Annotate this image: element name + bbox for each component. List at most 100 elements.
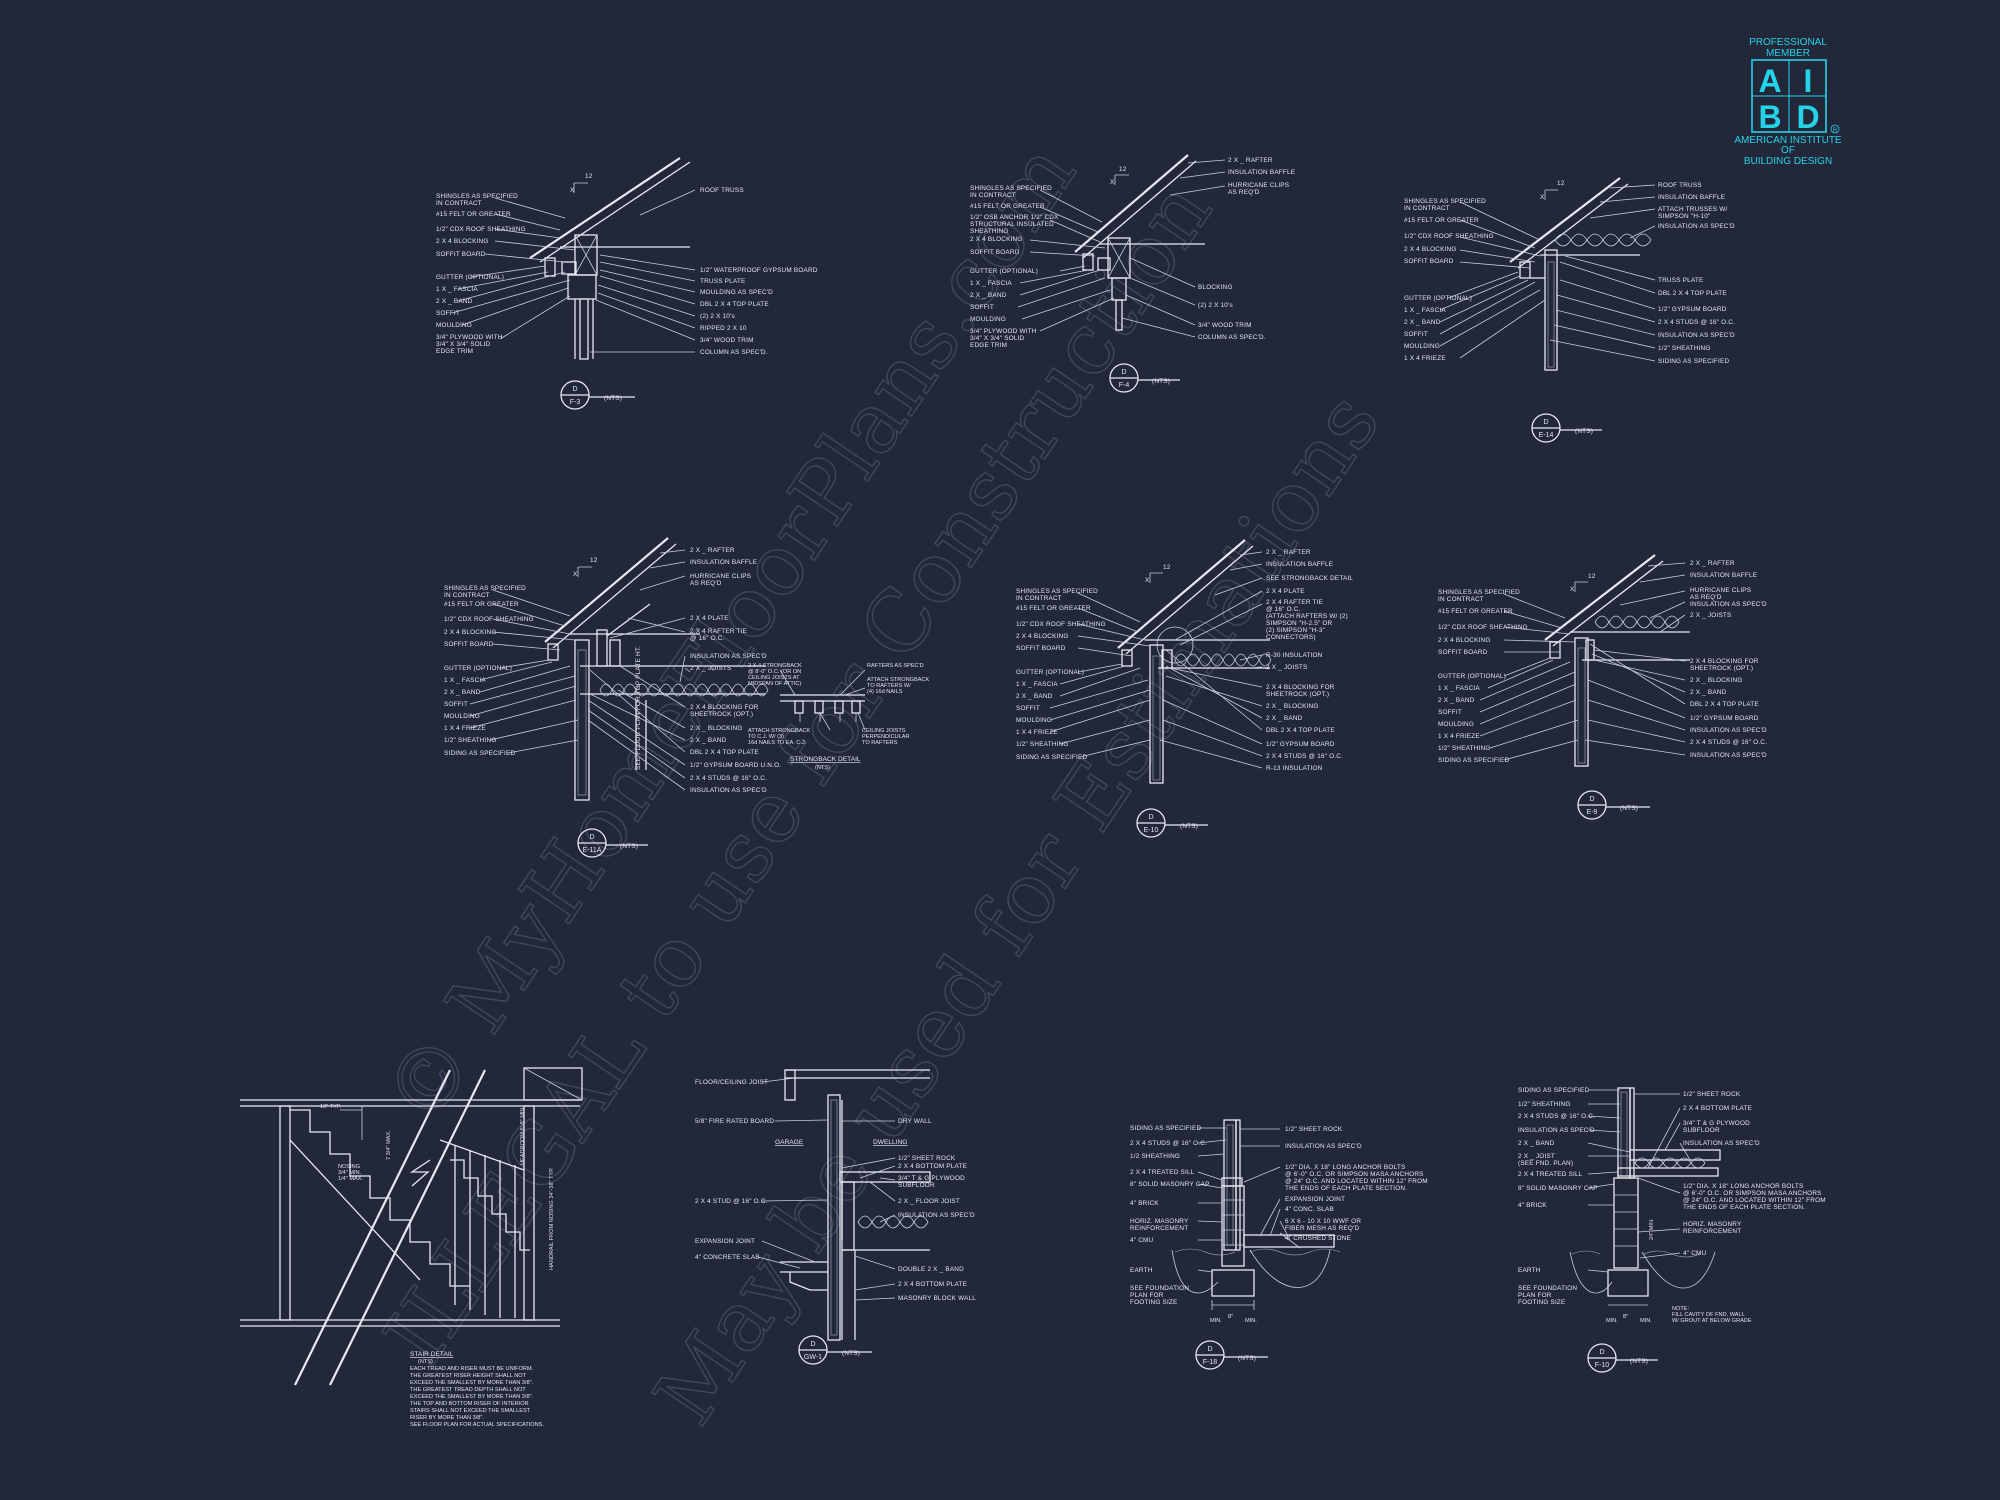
svg-text:FOOTING SIZE: FOOTING SIZE (1130, 1299, 1178, 1306)
svg-text:AS REQ'D: AS REQ'D (1690, 594, 1722, 601)
svg-text:EDGE TRIM: EDGE TRIM (970, 342, 1007, 349)
svg-text:F-18: F-18 (1203, 1359, 1218, 1366)
svg-text:2 X 4 STUDS @ 16" O.C.: 2 X 4 STUDS @ 16" O.C. (1130, 1140, 1207, 1147)
svg-text:SHEETROCK (OPT.): SHEETROCK (OPT.) (1266, 691, 1329, 698)
svg-text:SHEETROCK (OPT.): SHEETROCK (OPT.) (1690, 665, 1753, 672)
svg-text:1/2" CDX ROOF SHEATHING: 1/2" CDX ROOF SHEATHING (436, 226, 526, 233)
svg-text:D: D (572, 386, 577, 393)
svg-text:X: X (1540, 194, 1545, 201)
svg-text:1/2" WATERPROOF GYPSUM BOARD: 1/2" WATERPROOF GYPSUM BOARD (700, 267, 818, 274)
svg-text:ROOF TRUSS: ROOF TRUSS (1658, 182, 1702, 189)
svg-text:INSULATION AS SPEC'D: INSULATION AS SPEC'D (1658, 332, 1735, 339)
svg-text:12: 12 (1163, 564, 1171, 571)
svg-text:X: X (570, 187, 575, 194)
svg-text:1/2" CDX ROOF SHEATHING: 1/2" CDX ROOF SHEATHING (1404, 233, 1494, 240)
svg-text:2 X _ BLOCKING: 2 X _ BLOCKING (1266, 703, 1319, 710)
svg-text:1/2" SHEATHING: 1/2" SHEATHING (444, 737, 497, 744)
svg-text:1 X 4 FRIEZE: 1 X 4 FRIEZE (1016, 729, 1058, 736)
svg-text:F-3: F-3 (570, 399, 581, 406)
svg-text:2 X 4 STUDS @ 16" O.C.: 2 X 4 STUDS @ 16" O.C. (1690, 739, 1767, 746)
svg-text:GARAGE: GARAGE (775, 1139, 804, 1146)
svg-text:@ 16" O.C.: @ 16" O.C. (1266, 606, 1301, 613)
svg-text:TRUSS PLATE: TRUSS PLATE (1658, 277, 1703, 284)
svg-text:GUTTER (OPTIONAL): GUTTER (OPTIONAL) (970, 268, 1038, 275)
strongback-detail: 2 X 4 STRONGBACK @ 8'-0" O.C. (OR ON CEI… (748, 663, 930, 771)
svg-text:HORIZ. MASONRY: HORIZ. MASONRY (1130, 1218, 1189, 1225)
svg-text:FLOOR/CEILING JOIST: FLOOR/CEILING JOIST (695, 1079, 768, 1086)
svg-text:2 X _ BAND: 2 X _ BAND (690, 737, 727, 744)
svg-text:IN CONTRACT: IN CONTRACT (436, 200, 482, 207)
svg-text:1 X _ FASCIA: 1 X _ FASCIA (970, 280, 1012, 287)
svg-text:HEADROOM 6'-8" MIN.: HEADROOM 6'-8" MIN. (520, 1106, 526, 1165)
svg-text:SOFFIT: SOFFIT (1438, 709, 1462, 716)
svg-text:(NTS): (NTS) (418, 1359, 433, 1365)
svg-text:INSULATION AS SPEC'D: INSULATION AS SPEC'D (1690, 752, 1767, 759)
svg-text:INSULATION AS SPEC'D: INSULATION AS SPEC'D (1658, 223, 1735, 230)
svg-text:3/4" WOOD TRIM: 3/4" WOOD TRIM (1198, 322, 1252, 329)
svg-text:(4) 16d NAILS: (4) 16d NAILS (867, 689, 903, 695)
svg-text:12: 12 (590, 557, 598, 564)
svg-text:NOTE:: NOTE: (1672, 1306, 1690, 1312)
svg-text:MIN.: MIN. (1640, 1318, 1652, 1324)
svg-text:STRUCTURAL INSULATED: STRUCTURAL INSULATED (970, 221, 1054, 228)
svg-text:16d NAILS TO EA. C.J.: 16d NAILS TO EA. C.J. (748, 740, 807, 746)
svg-text:@ 6'-0" O.C. OR SIMPSON MASA A: @ 6'-0" O.C. OR SIMPSON MASA ANCHORS (1285, 1171, 1424, 1178)
svg-text:1/2" GYPSUM BOARD: 1/2" GYPSUM BOARD (1690, 715, 1759, 722)
svg-text:IN CONTRACT: IN CONTRACT (444, 592, 490, 599)
svg-text:#15 FELT OR GREATER: #15 FELT OR GREATER (1438, 608, 1513, 615)
f-3-leaders (451, 189, 696, 353)
svg-text:R-13 INSULATION: R-13 INSULATION (1266, 765, 1323, 772)
svg-text:2 X _ RAFTER: 2 X _ RAFTER (1266, 549, 1311, 556)
svg-text:INSULATION BAFFLE: INSULATION BAFFLE (1228, 169, 1295, 176)
svg-text:12: 12 (585, 173, 593, 180)
svg-text:#15 FELT OR GREATER: #15 FELT OR GREATER (1404, 217, 1479, 224)
svg-text:8" SOLID MASONRY CAP: 8" SOLID MASONRY CAP (1518, 1185, 1598, 1192)
svg-text:SOFFIT BOARD: SOFFIT BOARD (1404, 258, 1454, 265)
svg-text:2 X _ BLOCKING: 2 X _ BLOCKING (690, 725, 743, 732)
svg-text:MIDSPAN OF ATTIC): MIDSPAN OF ATTIC) (748, 681, 801, 687)
svg-text:2 X _ JOIST: 2 X _ JOIST (1518, 1153, 1555, 1160)
svg-text:SOFFIT: SOFFIT (444, 701, 468, 708)
f-3-left-labels: SHINGLES AS SPECIFIED IN CONTRACT #15 FE… (436, 193, 526, 355)
svg-text:2 X _ BAND: 2 X _ BAND (1016, 693, 1053, 700)
svg-text:@ 24" O.C. AND LOCATED WITHIN: @ 24" O.C. AND LOCATED WITHIN 12" FROM (1683, 1197, 1826, 1204)
svg-text:2 X _ RAFTER: 2 X _ RAFTER (690, 547, 735, 554)
svg-text:2 X 4 RAFTER TIE: 2 X 4 RAFTER TIE (1266, 599, 1323, 606)
svg-text:1/4" MAX.: 1/4" MAX. (338, 1176, 363, 1182)
svg-text:TRUSS PLATE: TRUSS PLATE (700, 278, 745, 285)
svg-text:1/2" CDX ROOF SHEATHING: 1/2" CDX ROOF SHEATHING (1438, 624, 1528, 631)
svg-text:(ATTACH RAFTERS W/ (2): (ATTACH RAFTERS W/ (2) (1266, 613, 1348, 620)
svg-text:SOFFIT BOARD: SOFFIT BOARD (970, 249, 1020, 256)
svg-text:DBL 2 X 4 TOP PLATE: DBL 2 X 4 TOP PLATE (1658, 290, 1727, 297)
logo-top-line-1: PROFESSIONAL (1749, 37, 1827, 48)
svg-text:X: X (1145, 577, 1150, 584)
svg-text:STAIR DETAIL: STAIR DETAIL (410, 1351, 454, 1358)
svg-text:2 X _ RAFTER: 2 X _ RAFTER (1690, 560, 1735, 567)
svg-text:MIN.: MIN. (1606, 1318, 1618, 1324)
svg-text:HURRICANE CLIPS: HURRICANE CLIPS (1228, 182, 1289, 189)
svg-text:FIBER MESH AS REQ'D: FIBER MESH AS REQ'D (1285, 1225, 1359, 1232)
svg-text:#15 FELT OR GREATER: #15 FELT OR GREATER (1016, 605, 1091, 612)
svg-text:GUTTER (OPTIONAL): GUTTER (OPTIONAL) (1438, 673, 1506, 680)
svg-text:SEE FLOOR PLAN FOR TOP PLATE H: SEE FLOOR PLAN FOR TOP PLATE HT. (635, 646, 642, 770)
svg-text:2 X _ BLOCKING: 2 X _ BLOCKING (1690, 677, 1743, 684)
svg-text:SHEATHING: SHEATHING (970, 228, 1009, 235)
svg-text:INSULATION AS SPEC'D: INSULATION AS SPEC'D (1518, 1127, 1595, 1134)
svg-text:MOULDING: MOULDING (444, 713, 480, 720)
svg-text:BLOCKING: BLOCKING (1198, 284, 1233, 291)
svg-text:HURRICANE CLIPS: HURRICANE CLIPS (690, 573, 751, 580)
svg-text:TO RAFTERS: TO RAFTERS (862, 740, 898, 746)
svg-text:EARTH: EARTH (1518, 1267, 1541, 1274)
svg-text:DWELLING: DWELLING (873, 1139, 907, 1146)
svg-text:SOFFIT BOARD: SOFFIT BOARD (1438, 649, 1488, 656)
svg-text:1/2" SHEATHING: 1/2" SHEATHING (1518, 1101, 1571, 1108)
svg-text:2 X 4 TREATED SILL: 2 X 4 TREATED SILL (1518, 1171, 1583, 1178)
svg-text:HANDRAIL FROM NOSING 34"-38" T: HANDRAIL FROM NOSING 34"-38" TYP. (549, 1167, 555, 1270)
svg-text:PERPENDICULAR: PERPENDICULAR (862, 734, 910, 740)
svg-text:E-11A: E-11A (583, 847, 602, 854)
svg-text:ATTACH STRONGBACK: ATTACH STRONGBACK (748, 728, 811, 734)
svg-text:SIMPSON "H-10": SIMPSON "H-10" (1658, 213, 1710, 220)
svg-text:MOULDING: MOULDING (1404, 343, 1440, 350)
svg-text:2 X 4 STUDS @ 16" O.C.: 2 X 4 STUDS @ 16" O.C. (1518, 1113, 1595, 1120)
